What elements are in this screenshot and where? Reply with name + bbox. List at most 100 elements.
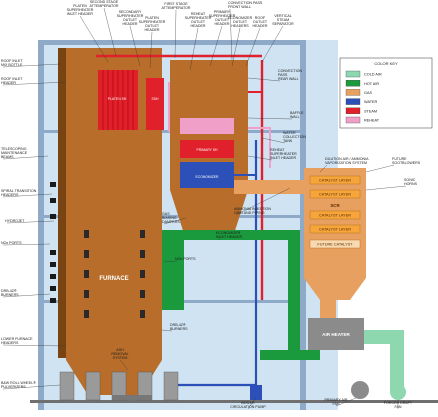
platen-sh-tubes [102,70,134,130]
leader-primary-air-fan [335,397,357,407]
furnace-side-wall [58,48,66,358]
ground-line [30,400,438,403]
hot-air-windbox [162,240,184,310]
color-key-title: COLOR KEY [374,61,398,66]
leader-gas-biasing [163,217,187,225]
furnace-corner-burners [50,182,56,303]
color-swatch-gas [345,89,361,96]
ssh-bank [146,78,164,130]
color-key-label-water: WATER [364,100,378,104]
leader-drb-burners-mid [161,329,173,332]
leader-second-stage-att [103,7,117,57]
leader-convection-pass-front [229,8,233,61]
label-nox-ports-mid: NOx PORTS [175,257,196,261]
leader-primary-sh-outlet [209,25,223,67]
leader-ash-removal [119,359,129,371]
gas-flue: CATALYST LAYER CATALYST LAYER SCR CATALY… [234,168,366,318]
color-key-label-steam: STEAM [364,109,377,113]
air-heater-label: AIR HEATER [322,332,350,337]
label-nox-ports: NOx PORTS [1,241,22,245]
hot-air-to-pulverizer [260,350,320,360]
leader-telescoping [2,155,49,160]
ash-removal-system [112,395,152,400]
catalyst-layer-3-label: CATALYST LAYER [319,214,351,218]
leader-economizer-inlet [217,238,221,241]
color-swatch-cold-air [345,70,361,78]
catalyst-layer-4-label: CATALYST LAYER [319,228,351,232]
flue-duct-horizontal [234,180,304,194]
reheat-bank-lower [180,118,234,134]
leader-secondary-sh-outlet [129,25,141,67]
furnace-burner-columns [84,230,145,318]
cold-air-duct [364,330,404,344]
hot-air-duct-horizontal [162,230,288,240]
leader-pulverizers [2,384,61,390]
leader-roof-outlet [245,27,261,67]
scr-label: SCR [330,203,340,208]
air-heater [308,318,364,350]
label-drb-burners-mid: DRB-4Z®BURNERS [170,323,188,331]
color-swatch-water [345,98,361,105]
leader-nox-ports-mid [163,260,178,263]
leader-spiral-transition [2,193,53,198]
boiler-circulation-pump [250,385,262,400]
furnace-body [66,168,162,395]
leader-future-sootblowers [365,164,395,173]
leader-economizer-outlet [231,27,241,67]
cold-air-riser [390,344,404,392]
leader-drb-burners [2,293,51,298]
ground-equipment [59,371,406,401]
leader-water-tank [261,137,286,144]
steel-column-left [38,40,44,410]
label-pulverizers: B&W ROLL WHEEL®PULVERIZERS [1,381,36,389]
leader-reheat-sh-outlet [189,27,199,71]
furnace-label: FURNACE [99,276,128,282]
leader-roof-inlet-header [2,81,67,86]
primary-sh-bank [180,140,234,158]
scr-future-catalyst [309,239,361,249]
economizer-bank [180,162,234,188]
platen-sh-label: PLATEN SH [108,97,127,101]
leader-platen-sh-inlet [79,15,109,63]
color-swatch-reheat [345,116,361,124]
color-swatch-steam [345,107,361,114]
label-hydrojet: HYDROJET [5,219,25,223]
superheater-banks: PLATEN SH SSH PRIMARY SH ECONOMIZER [98,60,248,240]
leader-reheat-sh-inlet [247,155,273,161]
leader-platen-sh-outlet [149,31,153,69]
economizer-hopper [170,190,248,240]
furnace-group: FURNACE [50,48,162,395]
air-system: AIR HEATER [162,230,404,392]
ssh-label: SSH [152,97,160,101]
color-key-label-reheat: REHEAT [364,119,380,123]
leader-sonic-horns [365,185,407,191]
steel-beam-2 [38,215,306,218]
leader-hydrojet [6,220,55,224]
leader-nox-ports [2,243,51,246]
